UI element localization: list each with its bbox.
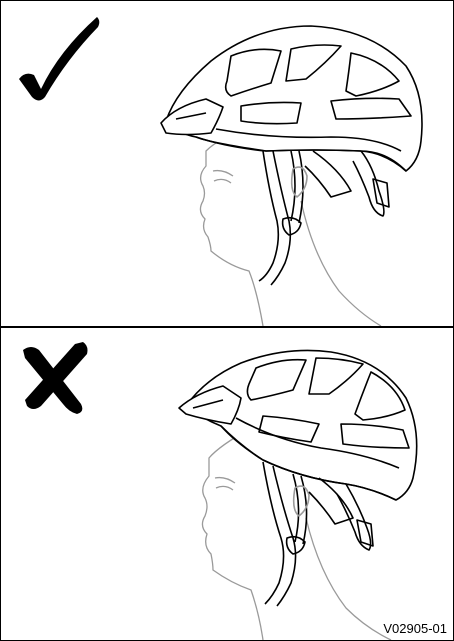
helmet-visor: [179, 386, 241, 424]
correct-illustration: [1, 1, 453, 326]
helmet-strap: [259, 151, 278, 281]
helmet-incorrect: [179, 350, 417, 606]
head-outline: [200, 126, 381, 326]
panel-incorrect: V02905-01: [1, 328, 453, 640]
helmet-correct: [161, 26, 422, 285]
cross-icon: [23, 342, 88, 414]
checkmark-icon: [19, 17, 99, 101]
helmet-strap: [263, 462, 284, 604]
figure-reference-code: V02905-01: [383, 621, 447, 636]
panel-correct: [1, 1, 453, 326]
incorrect-illustration: [1, 328, 453, 640]
helmet-visor: [161, 99, 223, 135]
